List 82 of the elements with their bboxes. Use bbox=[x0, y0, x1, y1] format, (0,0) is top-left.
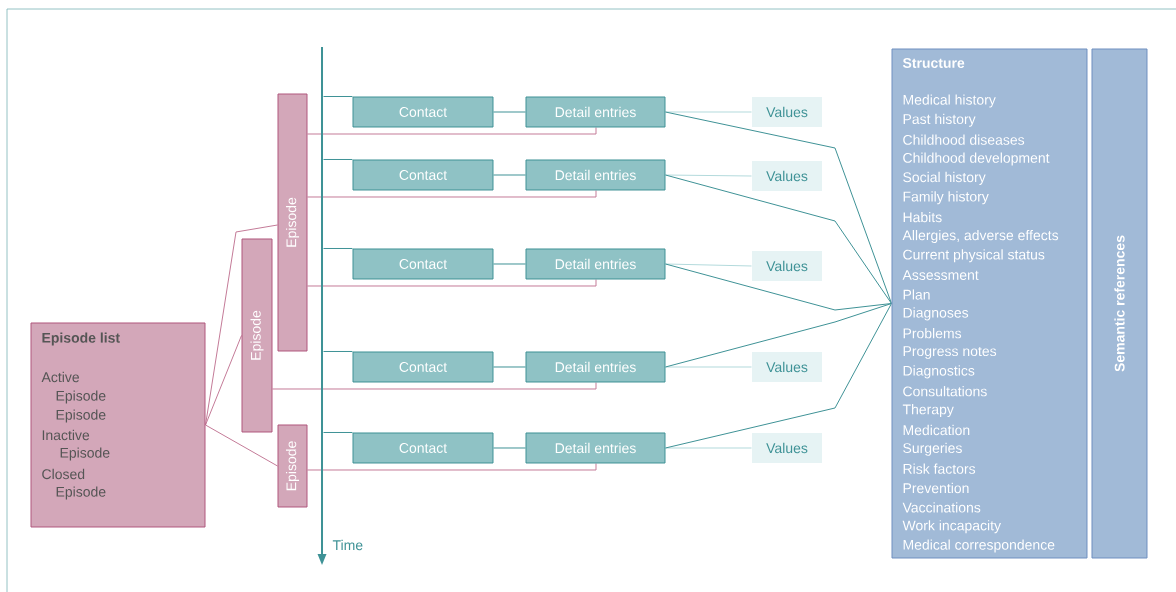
connector-line bbox=[493, 263, 526, 265]
detail-entries-box: Detail entries bbox=[525, 248, 666, 280]
list-item: Diagnoses bbox=[903, 307, 969, 321]
list-item: Plan bbox=[903, 289, 930, 300]
semantic-references-bar: Semantic references bbox=[1091, 48, 1148, 559]
values-box: Values bbox=[752, 352, 822, 382]
list-item: Prevention bbox=[903, 482, 969, 494]
episode-bar: Episode bbox=[241, 238, 273, 433]
list-item: Episode bbox=[56, 390, 106, 404]
connector-line bbox=[665, 263, 752, 267]
list-item: Assessment bbox=[902, 270, 979, 280]
connector-line bbox=[323, 96, 353, 97]
connector-line bbox=[323, 351, 353, 352]
structure-box bbox=[891, 48, 1088, 559]
contact-box: Contact bbox=[352, 96, 494, 128]
values-box: Values bbox=[752, 433, 822, 463]
connector-line bbox=[493, 447, 526, 449]
list-item: Medical history bbox=[903, 94, 996, 108]
connector-line bbox=[665, 174, 892, 304]
list-item: Consultations bbox=[903, 386, 987, 397]
list-item: Family history bbox=[903, 191, 989, 205]
connector-line bbox=[665, 111, 752, 113]
list-item: Allergies, adverse effects bbox=[902, 229, 1059, 243]
episode-bar: Episode bbox=[277, 93, 308, 352]
list-item: Progress notes bbox=[903, 346, 997, 359]
connector-line bbox=[665, 303, 892, 368]
list-item: Active bbox=[41, 371, 79, 383]
connector-line bbox=[307, 127, 597, 135]
connector-line bbox=[665, 366, 752, 368]
list-item: Past history bbox=[903, 113, 976, 127]
values-box: Values bbox=[752, 161, 822, 191]
values-box: Values bbox=[752, 251, 822, 281]
connector-line bbox=[323, 432, 353, 433]
connector-line bbox=[665, 447, 752, 449]
connector-line bbox=[665, 174, 752, 177]
connector-line bbox=[665, 111, 892, 304]
list-item: Episode bbox=[56, 409, 106, 423]
list-item: Surgeries bbox=[903, 442, 962, 456]
list-item: Closed bbox=[42, 468, 85, 480]
list-item: Childhood development bbox=[903, 152, 1050, 166]
list-item: Childhood diseases bbox=[903, 134, 1025, 145]
list-item: Inactive bbox=[42, 429, 90, 441]
contact-box: Contact bbox=[352, 159, 494, 191]
episode-bar: Episode bbox=[277, 424, 308, 508]
list-item: Problems bbox=[903, 328, 962, 339]
list-item: Medical correspondence bbox=[903, 539, 1055, 553]
connector-line bbox=[493, 174, 526, 176]
list-item: Medication bbox=[903, 424, 970, 436]
list-item: Therapy bbox=[902, 404, 954, 418]
detail-entries-box: Detail entries bbox=[525, 96, 666, 128]
list-item: Diagnostics bbox=[903, 365, 975, 379]
axis-label: Time bbox=[332, 539, 363, 551]
connector-line bbox=[665, 263, 892, 311]
connector-line bbox=[323, 248, 353, 249]
list-item: Episode bbox=[56, 486, 106, 500]
connector-line bbox=[493, 111, 526, 113]
connector-line bbox=[272, 382, 597, 390]
list-item: Vaccinations bbox=[902, 502, 981, 513]
contact-box: Contact bbox=[352, 351, 494, 383]
episode-list-box bbox=[30, 322, 206, 528]
detail-entries-box: Detail entries bbox=[525, 351, 666, 383]
list-item: Social history bbox=[903, 171, 986, 185]
connector-line bbox=[493, 366, 526, 368]
connector-line bbox=[307, 190, 597, 198]
contact-box: Contact bbox=[352, 432, 494, 464]
values-box: Values bbox=[752, 97, 822, 127]
list-item: Work incapacity bbox=[902, 520, 1001, 534]
connector-line bbox=[323, 159, 353, 160]
list-item: Current physical status bbox=[903, 249, 1045, 263]
detail-entries-box: Detail entries bbox=[525, 432, 666, 464]
box-heading: Episode list bbox=[42, 332, 120, 346]
box-heading: Structure bbox=[902, 58, 965, 68]
connector-line bbox=[307, 279, 597, 287]
connector-line bbox=[205, 335, 242, 426]
connector-line bbox=[665, 303, 892, 449]
contact-box: Contact bbox=[352, 248, 494, 280]
connector-line bbox=[205, 424, 278, 467]
list-item: Habits bbox=[903, 211, 942, 223]
list-item: Risk factors bbox=[903, 463, 976, 474]
connector-line bbox=[307, 463, 597, 471]
detail-entries-box: Detail entries bbox=[525, 159, 666, 191]
list-item: Episode bbox=[60, 447, 110, 461]
